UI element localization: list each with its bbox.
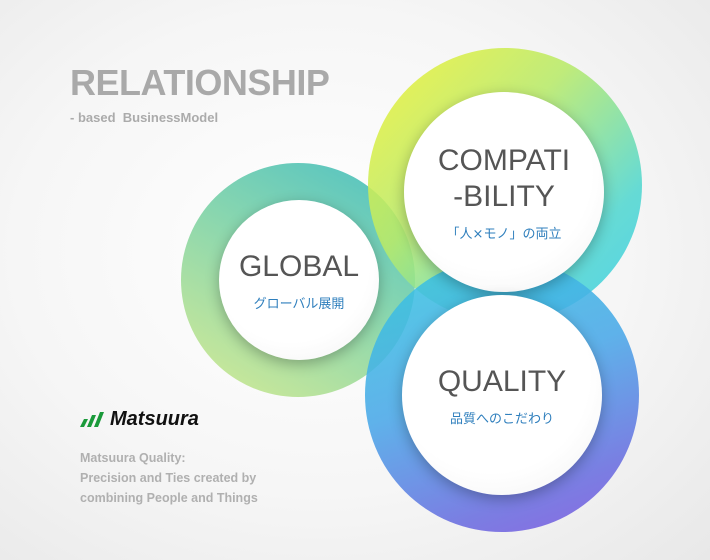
global-title: GLOBAL — [238, 249, 360, 283]
logo-text: Matsuura — [110, 408, 199, 430]
compatibility-title-line1: COMPATI — [437, 143, 571, 177]
matsuura-logo: Matsuura — [78, 408, 199, 431]
page-subtitle: - based BusinessModel — [70, 110, 219, 125]
description-line: Matsuura Quality: — [80, 451, 186, 465]
compatibility-circle: COMPATI -BILITY 「人×モノ」の両立 — [404, 92, 604, 292]
matsuura-logo-icon — [80, 411, 104, 427]
global-jp-label: グローバル展開 — [253, 296, 345, 312]
description-line: combining People and Things — [80, 491, 258, 505]
compatibility-title-line2: -BILITY — [453, 179, 555, 213]
quality-jp-label: 品質へのこだわり — [449, 411, 554, 427]
description: Matsuura Quality: Precision and Ties cre… — [80, 448, 258, 508]
page-title: RELATIONSHIP — [70, 62, 330, 103]
compatibility-jp-label: 「人×モノ」の両立 — [446, 226, 562, 242]
global-circle: GLOBAL グローバル展開 — [219, 200, 379, 360]
description-line: Precision and Ties created by — [80, 471, 257, 485]
quality-title: QUALITY — [437, 364, 567, 398]
quality-circle: QUALITY 品質へのこだわり — [402, 295, 602, 495]
